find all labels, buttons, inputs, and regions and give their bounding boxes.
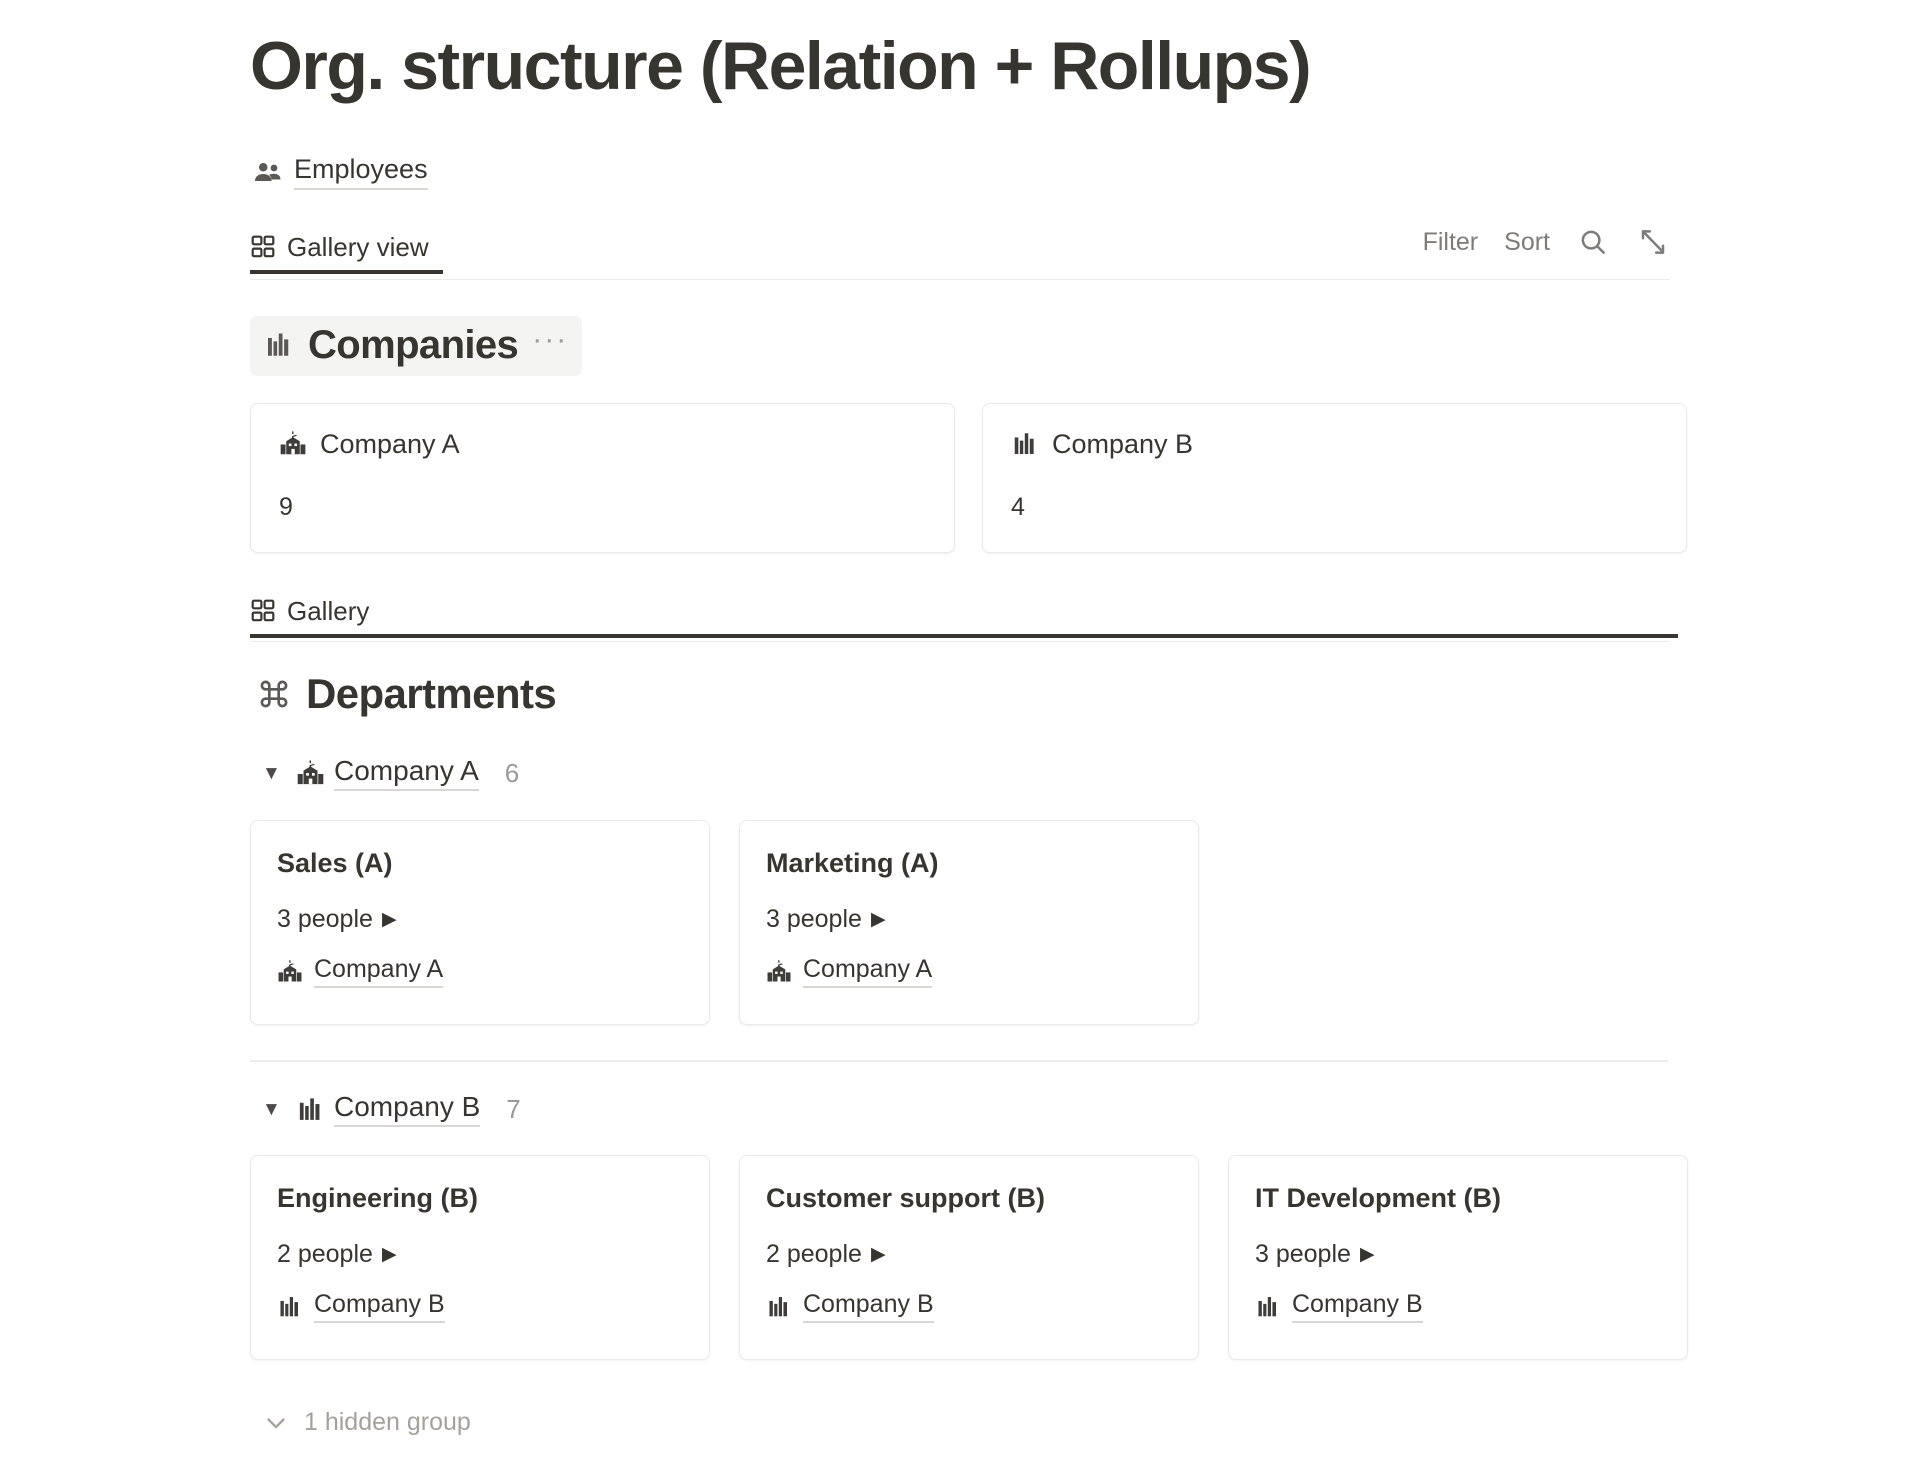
relation-link[interactable]: Company B — [803, 1291, 934, 1323]
relation-link[interactable]: Company A — [803, 956, 933, 988]
view-toolbar-actions: Filter Sort — [1423, 225, 1670, 259]
people-count-label: 3 people — [766, 905, 862, 934]
play-triangle-icon[interactable]: ▶ — [870, 909, 886, 931]
school-building-icon — [766, 959, 792, 985]
hidden-group-label: 1 hidden group — [304, 1408, 471, 1436]
play-triangle-icon[interactable]: ▶ — [381, 1244, 397, 1266]
people-count-label: 2 people — [277, 1240, 373, 1269]
department-title: Customer support (B) — [766, 1183, 1045, 1213]
factory-icon — [1255, 1294, 1281, 1320]
gallery-icon — [250, 234, 276, 260]
play-triangle-icon[interactable]: ▶ — [381, 909, 397, 931]
department-relation[interactable]: Company B — [1255, 1291, 1661, 1323]
company-name: Company B — [1052, 429, 1194, 459]
page-title: Org. structure (Relation + Rollups) — [250, 28, 1312, 104]
school-building-icon — [277, 959, 303, 985]
departments-title: Departments — [306, 670, 557, 717]
company-employee-count: 4 — [1011, 493, 1025, 522]
people-count-label: 3 people — [1255, 1240, 1351, 1269]
tab-label: Gallery view — [287, 231, 429, 262]
school-building-icon — [279, 430, 307, 458]
companies-section-header[interactable]: Companies ··· — [250, 316, 583, 376]
factory-icon — [296, 1095, 334, 1124]
company-employee-count: 9 — [279, 493, 293, 522]
department-people-rollup: 3 people ▶ — [766, 905, 1172, 934]
department-card[interactable]: Sales (A) 3 people ▶ Company A — [250, 820, 710, 1025]
department-relation[interactable]: Company A — [277, 956, 683, 988]
departments-heading: Departments — [258, 670, 557, 718]
department-people-rollup: 3 people ▶ — [277, 905, 683, 934]
play-triangle-icon[interactable]: ▶ — [870, 1244, 886, 1266]
company-card-name-row: Company A — [279, 428, 926, 460]
company-card[interactable]: Company A 9 — [250, 403, 955, 553]
factory-icon — [264, 330, 294, 360]
group-count: 7 — [506, 1093, 521, 1124]
company-card[interactable]: Company B 4 — [982, 403, 1687, 553]
relation-link[interactable]: Company B — [1292, 1291, 1423, 1323]
company-card-name-row: Company B — [1011, 428, 1658, 460]
department-people-rollup: 2 people ▶ — [766, 1240, 1172, 1269]
group-name[interactable]: Company A — [334, 755, 479, 791]
factory-icon — [277, 1294, 303, 1320]
department-card[interactable]: Engineering (B) 2 people ▶ Company B — [250, 1155, 710, 1360]
department-title: IT Development (B) — [1255, 1183, 1502, 1213]
company-name: Company A — [320, 429, 460, 459]
school-building-icon — [296, 759, 334, 788]
expand-icon[interactable] — [1636, 225, 1670, 259]
gallery-icon — [250, 598, 276, 624]
hidden-group-toggle[interactable]: 1 hidden group — [262, 1408, 471, 1437]
group-count: 6 — [504, 757, 520, 788]
department-title: Marketing (A) — [766, 848, 939, 878]
department-people-rollup: 2 people ▶ — [277, 1240, 683, 1269]
sort-button[interactable]: Sort — [1504, 227, 1550, 256]
relation-link[interactable]: Company B — [314, 1291, 445, 1323]
tab-gallery-view[interactable]: Gallery view — [250, 222, 443, 274]
view-tab-list: Gallery view — [250, 222, 1670, 274]
department-relation[interactable]: Company B — [277, 1291, 683, 1323]
tab-gallery[interactable]: Gallery — [250, 586, 1678, 638]
relation-link[interactable]: Company A — [314, 956, 444, 988]
tab-label: Gallery — [287, 595, 370, 626]
people-icon — [252, 157, 282, 187]
search-icon[interactable] — [1576, 225, 1610, 259]
section-title: Companies — [308, 323, 519, 367]
people-count-label: 3 people — [277, 905, 373, 934]
department-people-rollup: 3 people ▶ — [1255, 1240, 1661, 1269]
factory-icon — [766, 1294, 792, 1320]
group-divider — [250, 1060, 1668, 1062]
chevron-down-icon[interactable] — [262, 1409, 290, 1437]
gallery-view-toolbar: Gallery — [250, 586, 1678, 642]
department-title: Engineering (B) — [277, 1183, 478, 1213]
view-tab-list: Gallery — [250, 586, 1678, 638]
department-card[interactable]: Marketing (A) 3 people ▶ Company A — [739, 820, 1199, 1025]
linked-database-source[interactable]: Employees — [252, 154, 428, 190]
department-card[interactable]: Customer support (B) 2 people ▶ Company … — [739, 1155, 1199, 1360]
collapse-caret-icon[interactable]: ▼ — [262, 1098, 281, 1120]
department-relation[interactable]: Company B — [766, 1291, 1172, 1323]
group-header-company-b[interactable]: ▼ Company B 7 — [262, 1091, 521, 1127]
group-header-company-a[interactable]: ▼ Company A 6 — [262, 755, 520, 791]
people-count-label: 2 people — [766, 1240, 862, 1269]
view-toolbar: Gallery view Filter Sort — [250, 222, 1670, 280]
department-title: Sales (A) — [277, 848, 393, 878]
source-label[interactable]: Employees — [294, 154, 428, 190]
command-icon — [258, 678, 290, 710]
collapse-caret-icon[interactable]: ▼ — [262, 762, 281, 784]
group-name[interactable]: Company B — [334, 1091, 481, 1127]
factory-icon — [1011, 430, 1039, 458]
department-card[interactable]: IT Development (B) 3 people ▶ Company B — [1228, 1155, 1688, 1360]
filter-button[interactable]: Filter — [1422, 227, 1479, 256]
section-menu-icon[interactable]: ··· — [532, 323, 569, 356]
play-triangle-icon[interactable]: ▶ — [1359, 1244, 1375, 1266]
department-relation[interactable]: Company A — [766, 956, 1172, 988]
